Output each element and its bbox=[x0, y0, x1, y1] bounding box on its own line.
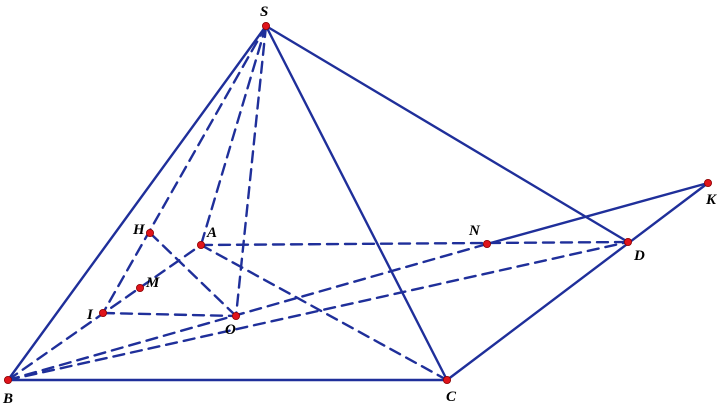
point-c bbox=[442, 375, 451, 384]
segment-sd bbox=[264, 24, 630, 244]
segment-ho bbox=[148, 231, 238, 318]
point-label-k: K bbox=[705, 192, 717, 208]
segment-si bbox=[101, 24, 268, 315]
point-o bbox=[231, 311, 240, 320]
point-k bbox=[704, 178, 713, 187]
segment-nk bbox=[485, 181, 710, 246]
point-label-o: O bbox=[225, 322, 236, 338]
point-n bbox=[482, 239, 491, 248]
segment-ac bbox=[199, 243, 449, 382]
point-h bbox=[145, 228, 154, 237]
point-label-s: S bbox=[260, 4, 268, 20]
segment-ad bbox=[199, 240, 630, 247]
point-label-d: D bbox=[633, 248, 645, 264]
segment-sc bbox=[264, 24, 449, 382]
point-label-i: I bbox=[86, 307, 94, 323]
point-label-b: B bbox=[2, 391, 13, 407]
segment-sa bbox=[199, 24, 268, 247]
segment-ck bbox=[445, 181, 710, 382]
point-d bbox=[624, 237, 633, 246]
point-label-c: C bbox=[446, 389, 457, 405]
point-label-n: N bbox=[468, 223, 481, 239]
labels-layer: S B C D A O H M I N K bbox=[2, 4, 717, 407]
point-m bbox=[135, 283, 144, 292]
point-i bbox=[99, 308, 108, 317]
segment-bn bbox=[6, 242, 489, 382]
point-s bbox=[261, 21, 270, 30]
point-label-h: H bbox=[132, 222, 146, 238]
point-label-m: M bbox=[145, 275, 160, 291]
segments-layer bbox=[6, 24, 710, 382]
point-b bbox=[4, 375, 12, 384]
points-layer bbox=[4, 21, 713, 384]
point-a bbox=[196, 240, 205, 249]
segment-sb bbox=[6, 24, 268, 382]
segment-bd bbox=[6, 240, 630, 382]
point-label-a: A bbox=[206, 225, 217, 241]
segment-io bbox=[101, 311, 238, 318]
